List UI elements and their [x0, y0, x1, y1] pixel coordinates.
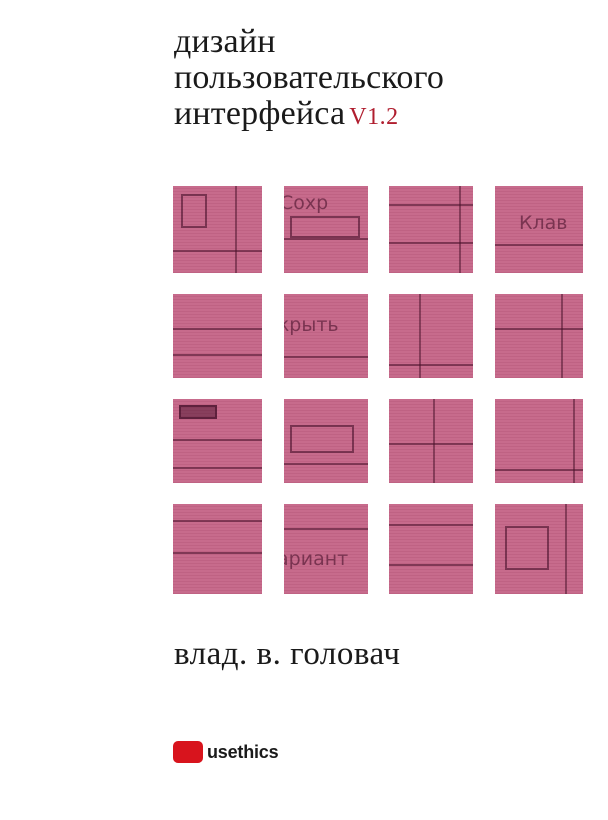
cover-tile: Клав	[495, 186, 583, 273]
cover-tile	[495, 294, 583, 378]
cover-tile	[495, 504, 583, 594]
cover-tile	[389, 186, 473, 273]
tile-text: Сохр	[284, 192, 329, 214]
publisher-logo-icon	[173, 741, 203, 763]
cover-tile	[389, 399, 473, 483]
cover-tile	[173, 504, 262, 594]
version-label: V1.2	[349, 104, 399, 130]
tile-text: Клав	[519, 212, 568, 234]
title-line-3-text: интерфейса	[174, 95, 346, 132]
title-line-2: пользовательского	[174, 59, 445, 96]
cover-tile	[495, 399, 583, 483]
cover-tile	[389, 504, 473, 594]
tile-text: Вариант	[284, 548, 349, 570]
title-line-1: дизайн	[174, 23, 276, 60]
cover-tile: Сохр	[284, 186, 368, 273]
cover-image-grid: Сохр Клав Закрыть	[173, 186, 583, 594]
cover-tile	[173, 186, 262, 273]
cover-tile	[389, 294, 473, 378]
publisher-name: usethics	[207, 741, 279, 762]
cover-tile: Закрыть	[284, 294, 368, 378]
author-name: влад. в. головач	[174, 636, 401, 672]
cover-tile	[284, 399, 368, 483]
cover-tile: Вариант	[284, 504, 368, 594]
cover-tile	[173, 399, 262, 483]
publisher-logo: usethics	[173, 741, 279, 763]
tile-text: Закрыть	[284, 314, 339, 336]
cover-tile	[173, 294, 262, 378]
